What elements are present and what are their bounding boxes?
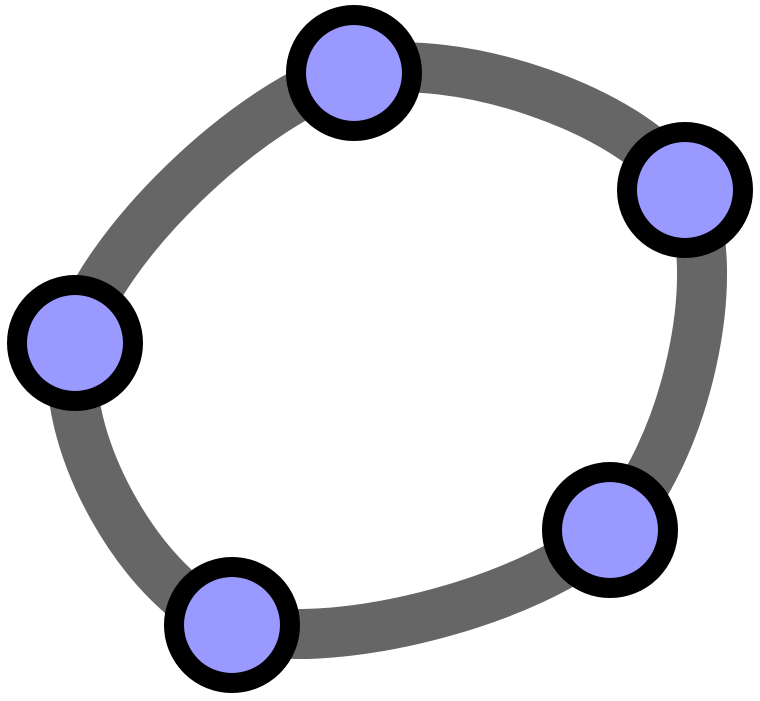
point-4: [164, 557, 300, 693]
points-group: [7, 5, 753, 693]
point-3: [542, 462, 678, 598]
point-1: [286, 5, 422, 141]
point-5: [7, 275, 143, 411]
point-2: [617, 122, 753, 258]
